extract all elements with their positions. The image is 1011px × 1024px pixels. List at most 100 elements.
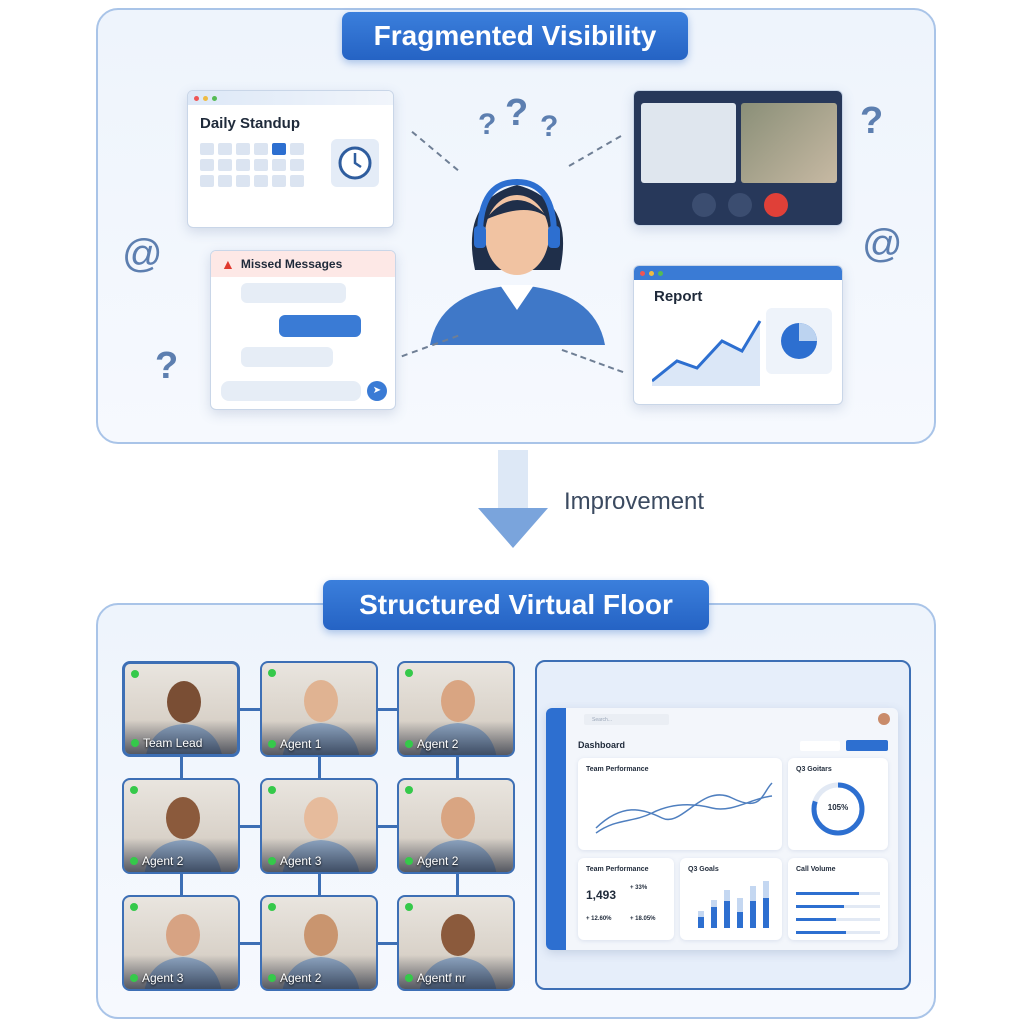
goal-bar	[698, 910, 704, 928]
goal-bar	[711, 899, 717, 928]
agent-video-tile[interactable]: Agent 2	[122, 778, 240, 874]
online-status-dot	[131, 670, 139, 678]
donut-chart	[811, 782, 865, 836]
online-status-dot	[405, 669, 413, 677]
stat-main: 1,493	[586, 888, 617, 902]
agent-name: Agent 2	[417, 854, 459, 868]
virtual-floor-title: Structured Virtual Floor	[323, 580, 709, 630]
goal-bar-fill	[763, 897, 769, 928]
q3-goals-card: Q3 Goals	[680, 858, 782, 940]
team-performance-chart-card: Team Performance	[578, 758, 782, 850]
mic-button[interactable]	[728, 193, 752, 217]
missed-messages-window: ▲ Missed Messages ➤	[210, 250, 396, 410]
goal-bar	[763, 880, 769, 928]
clock-icon	[331, 139, 379, 187]
question-mark: ?	[540, 110, 559, 143]
question-mark: ?	[860, 100, 884, 142]
online-status-dot	[405, 786, 413, 794]
online-status-dot	[268, 669, 276, 677]
send-icon[interactable]: ➤	[367, 381, 387, 401]
goal-bar-fill	[750, 900, 756, 928]
dashboard-title: Dashboard	[578, 740, 626, 750]
goal-bar-fill	[711, 907, 717, 928]
goal-bar	[724, 890, 730, 928]
message-bubble	[241, 283, 346, 303]
standup-title: Daily Standup	[200, 115, 301, 132]
message-bubble	[279, 315, 361, 337]
online-status-dot	[268, 786, 276, 794]
goal-bar-fill	[698, 916, 704, 928]
call-volume-bar	[796, 918, 880, 921]
donut-value: 105%	[827, 803, 849, 812]
online-status-dot	[405, 903, 413, 911]
agent-video-tile[interactable]: Team Lead	[122, 661, 240, 757]
goal-bar	[750, 886, 756, 928]
online-status-dot	[268, 740, 276, 748]
agent-video-tile[interactable]: Agent 3	[122, 895, 240, 991]
goal-bar	[737, 898, 743, 928]
agent-name: Agent 2	[280, 971, 322, 985]
agent-name: Agent 3	[142, 971, 184, 985]
message-input[interactable]	[221, 381, 361, 401]
report-line-chart	[652, 320, 762, 386]
call-volume-bars	[796, 882, 880, 934]
improvement-label: Improvement	[564, 488, 705, 515]
agent-name: Agent 2	[417, 737, 459, 751]
goal-bar-fill	[737, 912, 743, 928]
goal-bar-fill	[724, 901, 730, 928]
agent-name: Agent 2	[142, 854, 184, 868]
call-volume-bar	[796, 931, 880, 934]
search-input[interactable]: Search...	[584, 714, 669, 725]
agent-name: Agentf nr	[417, 971, 466, 985]
confused-agent-illustration	[430, 178, 605, 345]
primary-button[interactable]	[846, 740, 888, 751]
agent-video-tile[interactable]: Agent 2	[397, 661, 515, 757]
agent-name: Team Lead	[143, 736, 203, 750]
agent-video-tile[interactable]: Agent 3	[260, 778, 378, 874]
message-bubble	[241, 347, 333, 367]
agent-name: Agent 1	[280, 737, 322, 751]
end-call-button[interactable]	[764, 193, 788, 217]
online-status-dot	[130, 903, 138, 911]
agent-video-tile[interactable]: Agentf nr	[397, 895, 515, 991]
swirl-icon: @	[122, 232, 163, 276]
video-participant-blurred	[741, 103, 837, 183]
pie-chart-icon	[766, 308, 832, 374]
report-window: Report	[633, 265, 843, 405]
camera-button[interactable]	[692, 193, 716, 217]
online-status-dot	[268, 974, 276, 982]
online-status-dot	[130, 974, 138, 982]
online-status-dot	[131, 739, 139, 747]
team-performance-stats-card: Team Performance 1,493 + 33% + 12.60% + …	[578, 858, 674, 940]
video-call-window	[633, 90, 843, 226]
report-title: Report	[654, 288, 703, 305]
user-avatar[interactable]	[878, 713, 890, 725]
export-button[interactable]	[800, 741, 840, 751]
warning-icon: ▲	[221, 256, 235, 272]
q3-goals-bar-chart	[698, 878, 769, 928]
agent-video-tile[interactable]: Agent 2	[397, 778, 515, 874]
online-status-dot	[130, 786, 138, 794]
call-volume-bar	[796, 892, 880, 895]
calendar-grid: for(let i=0;i<18;i++)document.write('<di…	[200, 143, 304, 187]
down-arrow-icon	[478, 450, 548, 550]
dashboard-window: Search... Dashboard Team Performance Q3 …	[546, 708, 898, 950]
question-mark: ?	[505, 92, 529, 134]
call-volume-card: Call Volume	[788, 858, 888, 940]
messages-title: Missed Messages	[240, 257, 343, 271]
agent-video-tile[interactable]: Agent 2	[260, 895, 378, 991]
online-status-dot	[405, 857, 413, 865]
question-mark: ?	[155, 345, 179, 387]
question-mark: ?	[478, 108, 497, 141]
daily-standup-window: Daily Standup for(let i=0;i<18;i++)docum…	[187, 90, 394, 228]
stat-b: + 12.60%	[586, 916, 612, 922]
team-performance-line-chart	[595, 782, 773, 834]
online-status-dot	[268, 903, 276, 911]
stat-a: + 33%	[630, 885, 648, 891]
agent-video-tile[interactable]: Agent 1	[260, 661, 378, 757]
q3-donut-card: Q3 Goitars 105%	[788, 758, 888, 850]
agent-name: Agent 3	[280, 854, 322, 868]
video-participant	[641, 103, 736, 183]
stat-c: + 18.05%	[630, 916, 656, 922]
fragmented-title: Fragmented Visibility	[342, 12, 688, 60]
